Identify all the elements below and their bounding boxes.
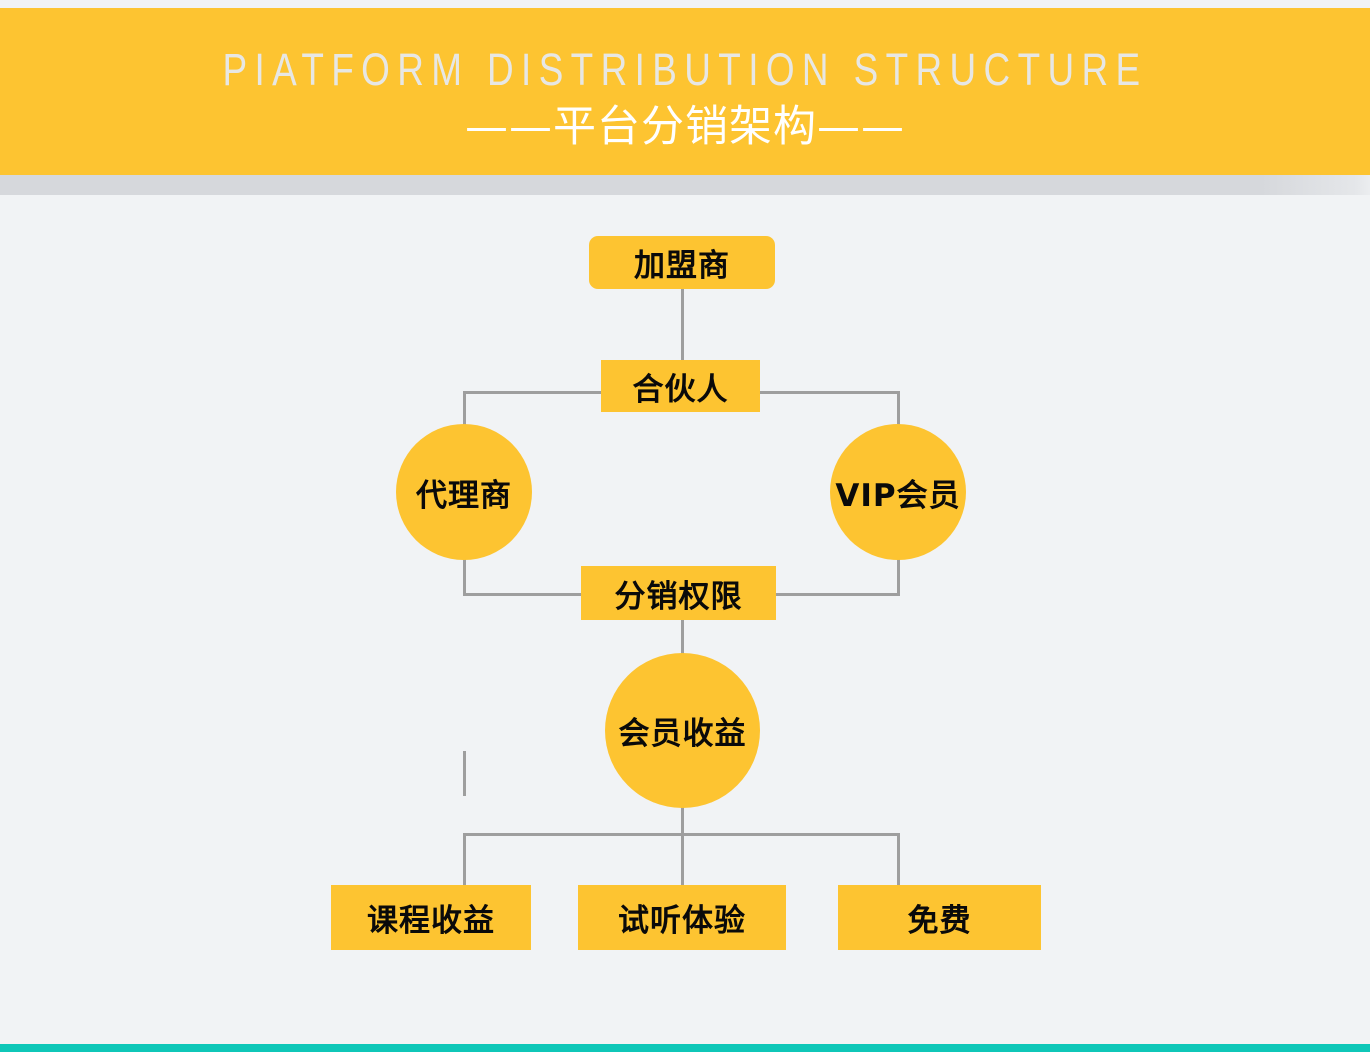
node-franchisee[interactable]: 加盟商 bbox=[589, 236, 775, 289]
node-course-earnings[interactable]: 课程收益 bbox=[331, 885, 531, 950]
node-vip-member-label: VIP会员 bbox=[835, 477, 961, 514]
node-trial-experience[interactable]: 试听体验 bbox=[578, 885, 786, 950]
connector-partner-to-agent-vertical bbox=[463, 391, 466, 424]
node-franchisee-label: 加盟商 bbox=[634, 248, 730, 284]
connector-partner-to-vip-horizontal bbox=[760, 391, 900, 394]
connector-to-course-earnings bbox=[463, 833, 466, 885]
node-partner[interactable]: 合伙人 bbox=[601, 360, 760, 412]
node-trial-experience-label: 试听体验 bbox=[618, 903, 746, 939]
node-vip-member[interactable]: VIP会员 bbox=[830, 424, 966, 560]
node-free-label: 免费 bbox=[907, 903, 972, 939]
connector-agent-to-rights-vertical bbox=[463, 751, 466, 796]
node-free[interactable]: 免费 bbox=[838, 885, 1041, 950]
node-partner-label: 合伙人 bbox=[632, 371, 729, 408]
connector-agent-to-rights-horizontal bbox=[463, 593, 601, 596]
node-agent[interactable]: 代理商 bbox=[396, 424, 532, 560]
connector-earnings-down bbox=[681, 800, 684, 836]
connector-franchisee-to-partner bbox=[681, 288, 684, 360]
top-gutter bbox=[0, 0, 1370, 8]
connector-vip-to-rights-horizontal bbox=[760, 593, 900, 596]
node-course-earnings-label: 课程收益 bbox=[367, 903, 495, 939]
header-separator-fade bbox=[0, 175, 1370, 195]
connector-partner-to-agent-horizontal bbox=[463, 391, 601, 394]
node-member-earnings-label: 会员收益 bbox=[618, 716, 747, 752]
header-title-english: PIATFORM DISTRIBUTION STRUCTURE bbox=[222, 44, 1148, 95]
node-distribution-rights-label: 分销权限 bbox=[614, 578, 743, 615]
node-distribution-rights[interactable]: 分销权限 bbox=[581, 566, 776, 620]
connector-partner-to-vip-vertical bbox=[897, 391, 900, 424]
page-header: PIATFORM DISTRIBUTION STRUCTURE ——平台分销架构… bbox=[0, 8, 1370, 175]
header-subtitle-chinese: ——平台分销架构—— bbox=[465, 102, 905, 152]
distribution-diagram: 加盟商 合伙人 代理商 VIP会员 分销权限 会员收益 课程收益 试听体验 免费 bbox=[0, 195, 1370, 1044]
bottom-accent-strip bbox=[0, 1044, 1370, 1052]
node-agent-label: 代理商 bbox=[416, 477, 512, 514]
node-member-earnings[interactable]: 会员收益 bbox=[605, 653, 760, 808]
connector-to-trial-experience bbox=[681, 833, 684, 885]
connector-to-free bbox=[897, 833, 900, 885]
